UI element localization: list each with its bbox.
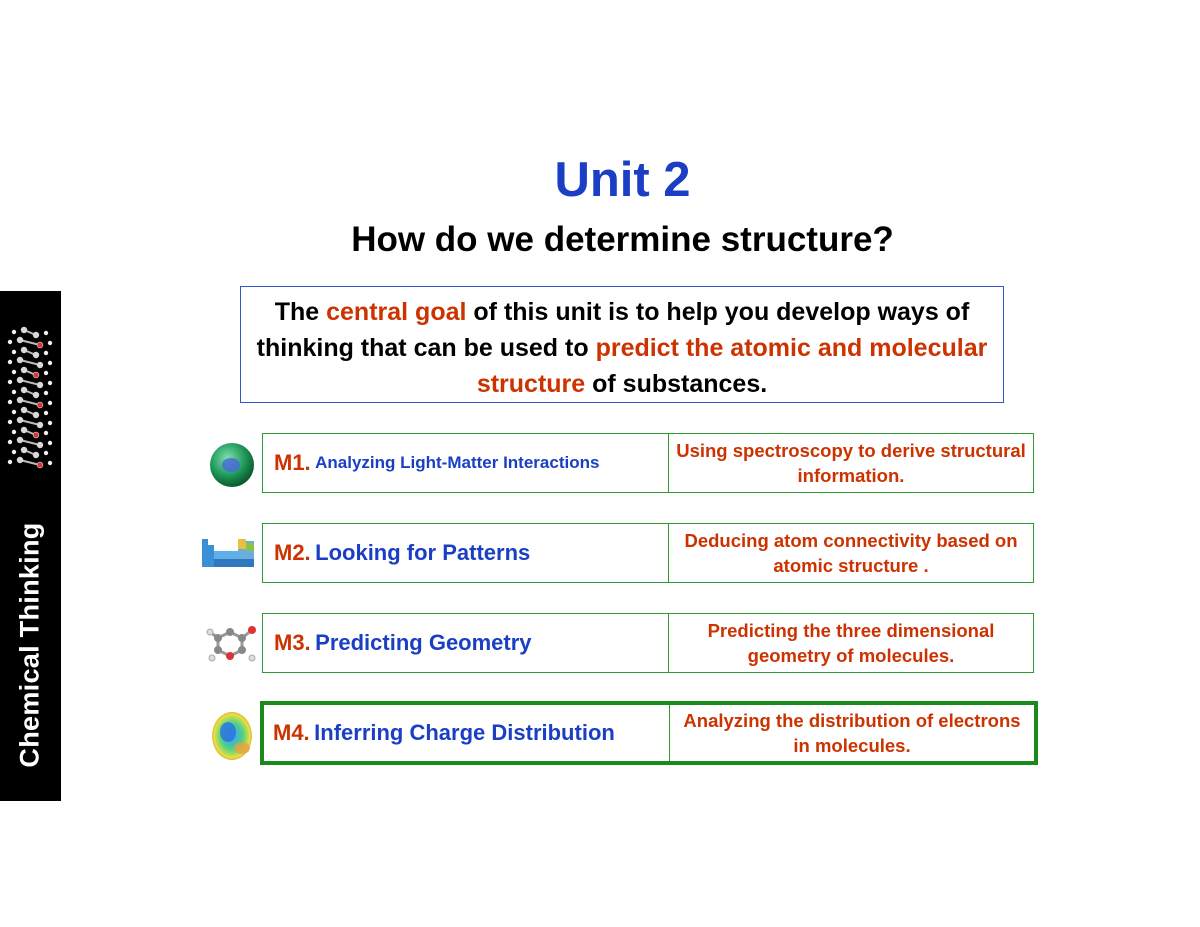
charge-map-icon bbox=[212, 712, 252, 760]
module-name-cell: M4. Inferring Charge Distribution bbox=[264, 705, 670, 761]
module-title: Predicting Geometry bbox=[315, 630, 532, 655]
page-title: Unit 2 bbox=[554, 153, 691, 207]
goal-text-2: of this unit is to help you develop ways… bbox=[256, 298, 970, 362]
module-description: Deducing atom connectivity based on atom… bbox=[684, 530, 1018, 576]
goal-highlight-predict: predict the atomic and molecular structu… bbox=[476, 334, 988, 398]
module-code: M4. bbox=[273, 720, 310, 745]
sidebar-label: Chemical Thinking bbox=[14, 522, 45, 768]
module-name-cell: M3. Predicting Geometry bbox=[263, 614, 669, 672]
goal-text-3: of substances. bbox=[585, 370, 768, 398]
globe-icon bbox=[210, 443, 254, 487]
module-row-m1[interactable]: M1. Analyzing Light-Matter Interactions … bbox=[262, 433, 1034, 493]
module-description: Predicting the three dimensional geometr… bbox=[707, 620, 995, 666]
periodic-table-icon bbox=[202, 539, 254, 567]
page-subtitle: How do we determine structure? bbox=[351, 220, 894, 259]
molecule-model-icon bbox=[206, 626, 256, 662]
module-description: Analyzing the distribution of electrons … bbox=[683, 710, 1021, 756]
sidebar bbox=[0, 291, 61, 801]
goal-highlight-central: central goal bbox=[326, 298, 467, 326]
module-name-cell: M2. Looking for Patterns bbox=[263, 524, 669, 582]
module-code: M1. bbox=[274, 450, 311, 475]
module-code: M3. bbox=[274, 630, 311, 655]
module-row-m2[interactable]: M2. Looking for Patterns Deducing atom c… bbox=[262, 523, 1034, 583]
module-row-m4[interactable]: M4. Inferring Charge Distribution Analyz… bbox=[260, 701, 1038, 765]
module-description: Using spectroscopy to derive structural … bbox=[676, 440, 1026, 486]
module-name-cell: M1. Analyzing Light-Matter Interactions bbox=[263, 434, 669, 492]
module-title: Analyzing Light-Matter Interactions bbox=[315, 453, 600, 472]
goal-text-1: The bbox=[274, 298, 327, 326]
module-row-m3[interactable]: M3. Predicting Geometry Predicting the t… bbox=[262, 613, 1034, 673]
module-title: Looking for Patterns bbox=[315, 540, 531, 565]
module-code: M2. bbox=[274, 540, 311, 565]
polymer-molecule-icon bbox=[7, 326, 53, 469]
module-title: Inferring Charge Distribution bbox=[314, 720, 615, 745]
goal-box: The central goal of this unit is to help… bbox=[240, 286, 1004, 403]
